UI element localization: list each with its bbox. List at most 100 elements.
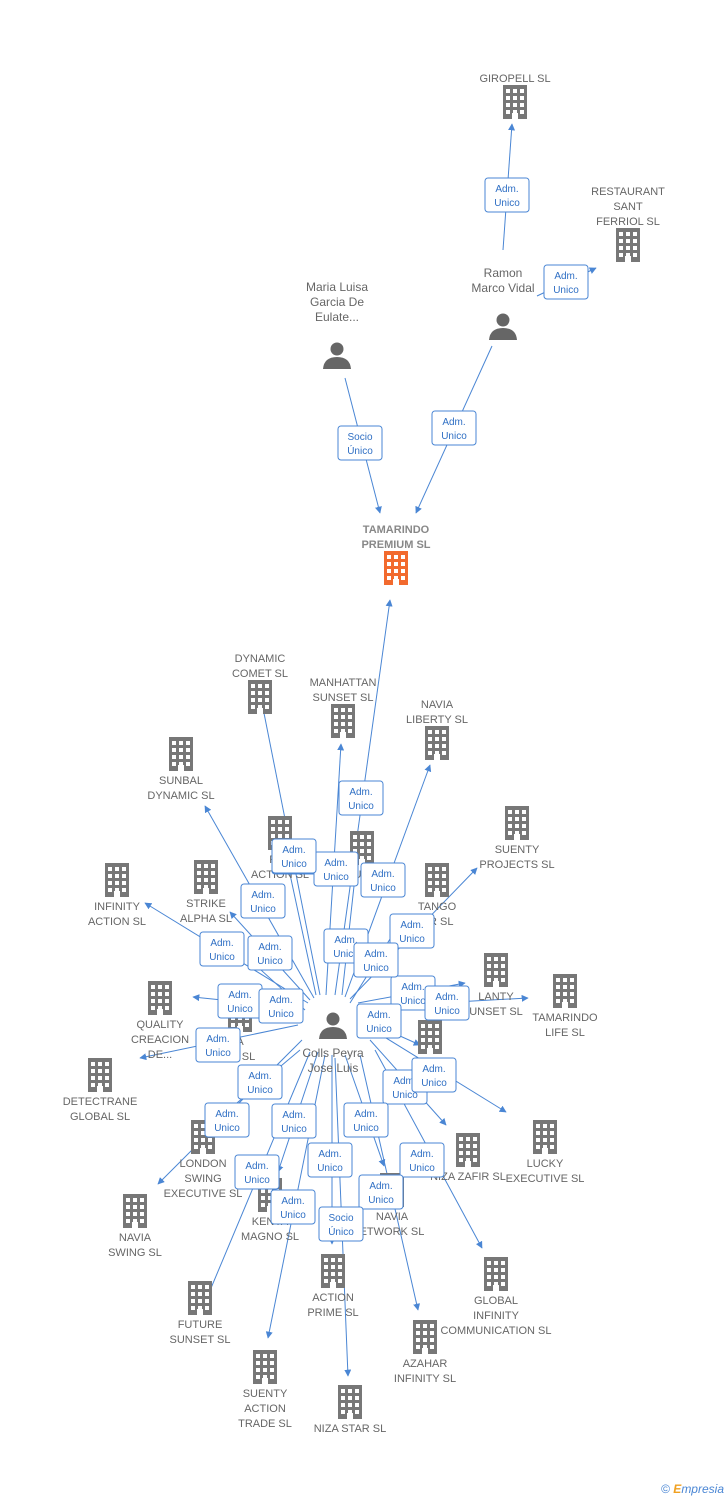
relation-badge[interactable]: Adm.Unico — [234, 1154, 280, 1190]
relation-badge-label: Unico — [281, 1124, 307, 1135]
building-icon — [484, 953, 508, 987]
node-label: NAVIA — [119, 1232, 152, 1244]
building-icon — [425, 863, 449, 897]
relation-badge-label: Adm. — [258, 942, 281, 953]
relation-badge-box — [424, 985, 470, 1021]
relation-badge-box — [271, 1103, 317, 1139]
relation-badge[interactable]: Adm.Unico — [240, 883, 286, 919]
relation-badge[interactable]: Adm.Unico — [313, 851, 359, 887]
relation-badge-label: Adm. — [401, 982, 424, 993]
relation-badge[interactable]: Adm.Unico — [399, 1142, 445, 1178]
relation-badge-box — [358, 1174, 404, 1210]
relation-badge-box — [240, 883, 286, 919]
relation-badge[interactable]: Adm.Unico — [199, 931, 245, 967]
relation-badge[interactable]: Adm.Unico — [247, 935, 293, 971]
relation-badge[interactable]: Adm.Unico — [431, 410, 477, 446]
node-label: SUNBAL — [159, 775, 203, 787]
relation-badge-label: Adm. — [334, 935, 357, 946]
relation-badge-label: Adm. — [281, 1196, 304, 1207]
relation-badge[interactable]: Adm.Unico — [389, 913, 435, 949]
relation-badge[interactable]: Adm.Unico — [353, 942, 399, 978]
relation-badge-label: Socio — [347, 432, 372, 443]
relation-badge-label: Adm. — [442, 417, 465, 428]
relation-badge[interactable]: Adm.Unico — [204, 1102, 250, 1138]
relation-badge[interactable]: Adm.Unico — [237, 1064, 283, 1100]
relation-badge-box — [258, 988, 304, 1024]
edge-colls-factory — [285, 864, 317, 996]
relation-badge[interactable]: Adm.Unico — [217, 983, 263, 1019]
relation-badge[interactable]: Adm.Unico — [358, 1174, 404, 1210]
node-label: INFINITY — [94, 901, 140, 913]
relation-badge[interactable]: Adm.Unico — [307, 1142, 353, 1178]
building-icon — [425, 726, 449, 760]
node-label: UNSET SL — [469, 1006, 523, 1018]
node-label: TANGO — [418, 901, 457, 913]
relation-badge-box — [307, 1142, 353, 1178]
company-node-giropell[interactable]: GIROPELL SL — [479, 73, 551, 119]
relation-badge[interactable]: Adm.Unico — [411, 1057, 457, 1093]
relation-badge-box — [271, 838, 317, 874]
relation-badge-box — [353, 942, 399, 978]
company-node-niza_z[interactable]: NIZA ZAFIR SL — [430, 1133, 506, 1183]
building-icon — [321, 1254, 345, 1288]
node-label: DE... — [148, 1049, 172, 1061]
building-icon — [384, 551, 408, 585]
relation-badge[interactable]: Adm.Unico — [390, 975, 436, 1011]
company-node-quality[interactable]: QUALITYCREACIONDE... — [131, 981, 189, 1061]
relation-badge[interactable]: Adm.Unico — [360, 862, 406, 898]
node-label: SWING — [184, 1173, 221, 1185]
building-icon — [148, 981, 172, 1015]
relation-badge-label: Adm. — [248, 1071, 271, 1082]
node-label: NIZA ZAFIR SL — [430, 1171, 506, 1183]
node-label: FUTURE — [178, 1319, 223, 1331]
building-icon — [456, 1133, 480, 1167]
node-label: GLOBAL SL — [70, 1111, 130, 1123]
relation-badge[interactable]: Adm.Unico — [258, 988, 304, 1024]
relation-badge[interactable]: Adm.Unico — [271, 838, 317, 874]
relation-badge[interactable]: Adm.Unico — [270, 1189, 316, 1225]
relation-badge[interactable]: Adm.Unico — [195, 1027, 241, 1063]
relation-badge-label: Adm. — [367, 1010, 390, 1021]
relation-badge[interactable]: Adm.Unico — [343, 1102, 389, 1138]
relation-badge[interactable]: Adm.Unico — [356, 1003, 402, 1039]
relation-badge-box — [360, 862, 406, 898]
relation-badge-label: Unico — [553, 285, 579, 296]
relation-badge[interactable]: Adm.Unico — [484, 177, 530, 213]
node-label: GLOBAL — [474, 1295, 518, 1307]
relation-badge-box — [399, 1142, 445, 1178]
building-icon — [123, 1194, 147, 1228]
relation-badge-label: Adm. — [554, 271, 577, 282]
relation-badge[interactable]: Adm.Unico — [424, 985, 470, 1021]
relation-badge[interactable]: Adm.Unico — [338, 780, 384, 816]
relation-badge[interactable]: Adm. Unico — [543, 264, 589, 300]
relation-badge-label: Adm. — [422, 1064, 445, 1075]
company-node-niza_star[interactable]: NIZA STAR SL — [314, 1385, 387, 1435]
node-label: Garcia De — [310, 295, 364, 309]
relation-badge[interactable]: Adm.Unico — [271, 1103, 317, 1139]
